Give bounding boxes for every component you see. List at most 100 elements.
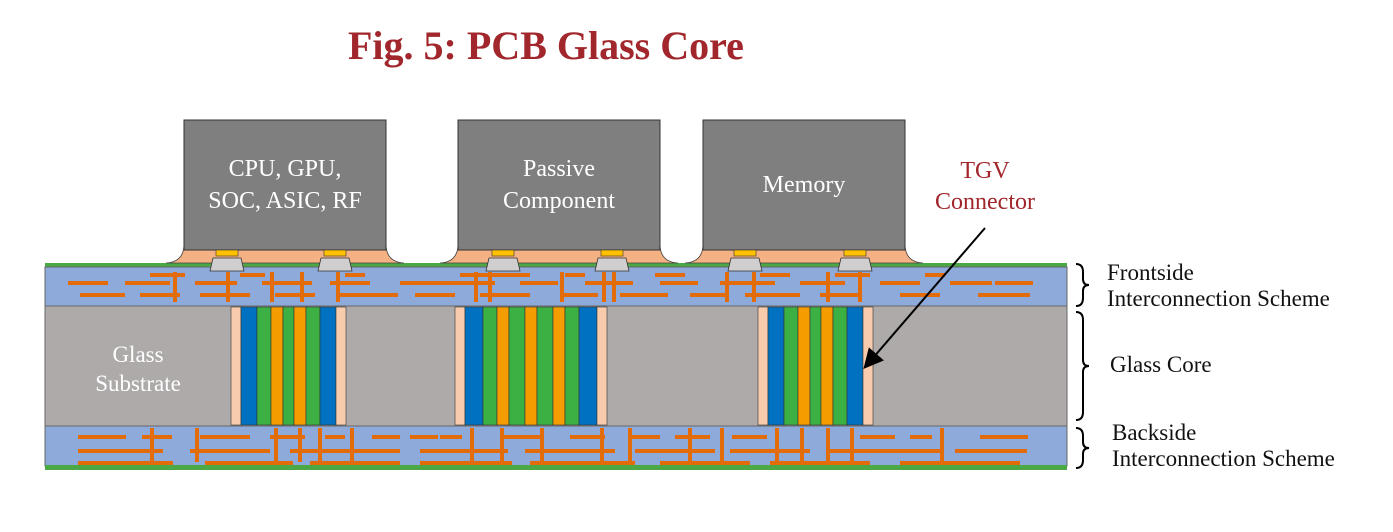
backside-trace-2-5 xyxy=(660,461,750,465)
backside-via-5 xyxy=(350,428,354,462)
backside-pad-10 xyxy=(900,466,960,470)
frontside-trace-0-11 xyxy=(880,281,920,285)
tgv-connector-label: TGV Connector xyxy=(920,156,1050,218)
backside-trace-1-5 xyxy=(635,449,715,453)
frontside-trace-0-7 xyxy=(585,281,633,285)
frontside-trace-1-9 xyxy=(690,293,728,297)
backside-trace-1-8 xyxy=(955,449,1027,453)
tgv-cluster-2-col-2 xyxy=(482,306,498,426)
solder-bump-3 xyxy=(600,249,624,257)
bump-pad-5 xyxy=(837,257,873,272)
frontside-trace-0-3 xyxy=(262,281,312,285)
backside-via-16 xyxy=(850,428,854,462)
backside-via-1 xyxy=(195,428,199,462)
backside-trace-1-4 xyxy=(525,449,615,453)
cpu-component-body xyxy=(183,119,387,251)
glass-core-layer-label: Glass Core xyxy=(1110,352,1212,378)
frontside-trace-1-7 xyxy=(560,293,598,297)
frontside-trace-1-11 xyxy=(820,293,860,297)
backside-pad-5 xyxy=(520,466,580,470)
backside-via-15 xyxy=(826,428,830,462)
backside-trace-0-14 xyxy=(910,435,932,439)
solder-bump-1 xyxy=(323,249,347,257)
tgv-cluster-1-col-7 xyxy=(319,306,337,426)
tgv-cluster-1-col-8 xyxy=(335,306,347,426)
tgv-cluster-2-col-1 xyxy=(464,306,484,426)
frontside-trace-top-2 xyxy=(345,273,365,277)
frontside-surface-layer xyxy=(45,263,1067,267)
memory-component-body xyxy=(702,119,906,251)
frontside-trace-top-7 xyxy=(835,273,870,277)
tgv-cluster-2-col-4 xyxy=(508,306,526,426)
backside-trace-0-11 xyxy=(675,435,710,439)
backside-trace-2-4 xyxy=(530,461,635,465)
frontside-via-12 xyxy=(826,272,830,302)
tgv-cluster-3-col-4 xyxy=(809,306,822,426)
frontside-trace-1-6 xyxy=(480,293,530,297)
frontside-trace-1-8 xyxy=(620,293,668,297)
bump-pad-2 xyxy=(485,257,521,272)
backside-trace-2-0 xyxy=(78,461,173,465)
backside-trace-0-9 xyxy=(570,435,605,439)
backside-trace-0-15 xyxy=(980,435,1028,439)
backside-via-14 xyxy=(800,428,804,462)
frontside-trace-0-10 xyxy=(800,281,845,285)
backside-trace-0-13 xyxy=(860,435,895,439)
frontside-trace-1-4 xyxy=(340,293,398,297)
cpu-component-label: CPU, GPU, SOC, ASIC, RF xyxy=(208,156,362,214)
backside-trace-1-2 xyxy=(290,449,400,453)
frontside-via-4 xyxy=(336,272,340,302)
frontside-trace-1-3 xyxy=(275,293,315,297)
tgv-arrow xyxy=(863,227,986,370)
backside-pad-2 xyxy=(210,466,270,470)
backside-via-12 xyxy=(720,428,724,462)
backside-trace-2-1 xyxy=(205,461,293,465)
backside-via-6 xyxy=(470,428,474,462)
frontside-trace-0-8 xyxy=(660,281,698,285)
backside-layer-label: Backside Interconnection Scheme xyxy=(1112,420,1335,472)
tgv-cluster-2-col-5 xyxy=(524,306,538,426)
frontside-via-3 xyxy=(300,272,304,302)
frontside-via-5 xyxy=(474,272,478,302)
frontside-trace-0-5 xyxy=(400,281,495,285)
backside-pad-3 xyxy=(275,466,330,470)
bump-pad-3 xyxy=(594,257,630,272)
backside-via-7 xyxy=(500,428,504,462)
frontside-via-11 xyxy=(752,272,756,302)
tgv-cluster-2-col-8 xyxy=(564,306,580,426)
backside-pad-0 xyxy=(82,466,130,470)
glass-core-label-line1: Glass Core xyxy=(1110,352,1212,377)
backside-via-9 xyxy=(600,428,604,462)
frontside-trace-0-1 xyxy=(125,281,170,285)
tgv-cluster-1-col-6 xyxy=(305,306,321,426)
tgv-cluster-1-col-2 xyxy=(256,306,272,426)
glass-core-brace xyxy=(1075,311,1090,421)
frontside-trace-0-12 xyxy=(950,281,992,285)
tgv-cluster-1-col-0 xyxy=(230,306,242,426)
frontside-trace-top-5 xyxy=(655,273,685,277)
backside-trace-1-3 xyxy=(420,449,508,453)
frontside-via-13 xyxy=(858,272,862,302)
backside-label-line1: Backside xyxy=(1112,420,1197,445)
frontside-brace xyxy=(1075,263,1090,307)
frontside-trace-0-6 xyxy=(520,281,558,285)
frontside-trace-top-1 xyxy=(240,273,265,277)
frontside-via-10 xyxy=(725,272,729,302)
backside-trace-0-0 xyxy=(78,435,126,439)
frontside-layer-label: Frontside Interconnection Scheme xyxy=(1107,260,1330,312)
tgv-cluster-3-col-1 xyxy=(767,306,785,426)
backside-trace-0-2 xyxy=(200,435,250,439)
backside-pad-8 xyxy=(770,466,825,470)
tgv-cluster-2-col-3 xyxy=(496,306,510,426)
backside-pad-9 xyxy=(840,466,900,470)
backside-via-13 xyxy=(775,428,779,462)
frontside-trace-0-9 xyxy=(720,281,775,285)
backside-via-11 xyxy=(688,428,692,462)
backside-trace-1-7 xyxy=(830,449,940,453)
backside-via-4 xyxy=(318,428,322,462)
solder-bump-5 xyxy=(843,249,867,257)
backside-via-10 xyxy=(628,428,632,462)
tgv-cluster-3-col-8 xyxy=(862,306,874,426)
memory-component-label: Memory xyxy=(762,172,846,198)
frontside-via-0 xyxy=(173,272,177,302)
